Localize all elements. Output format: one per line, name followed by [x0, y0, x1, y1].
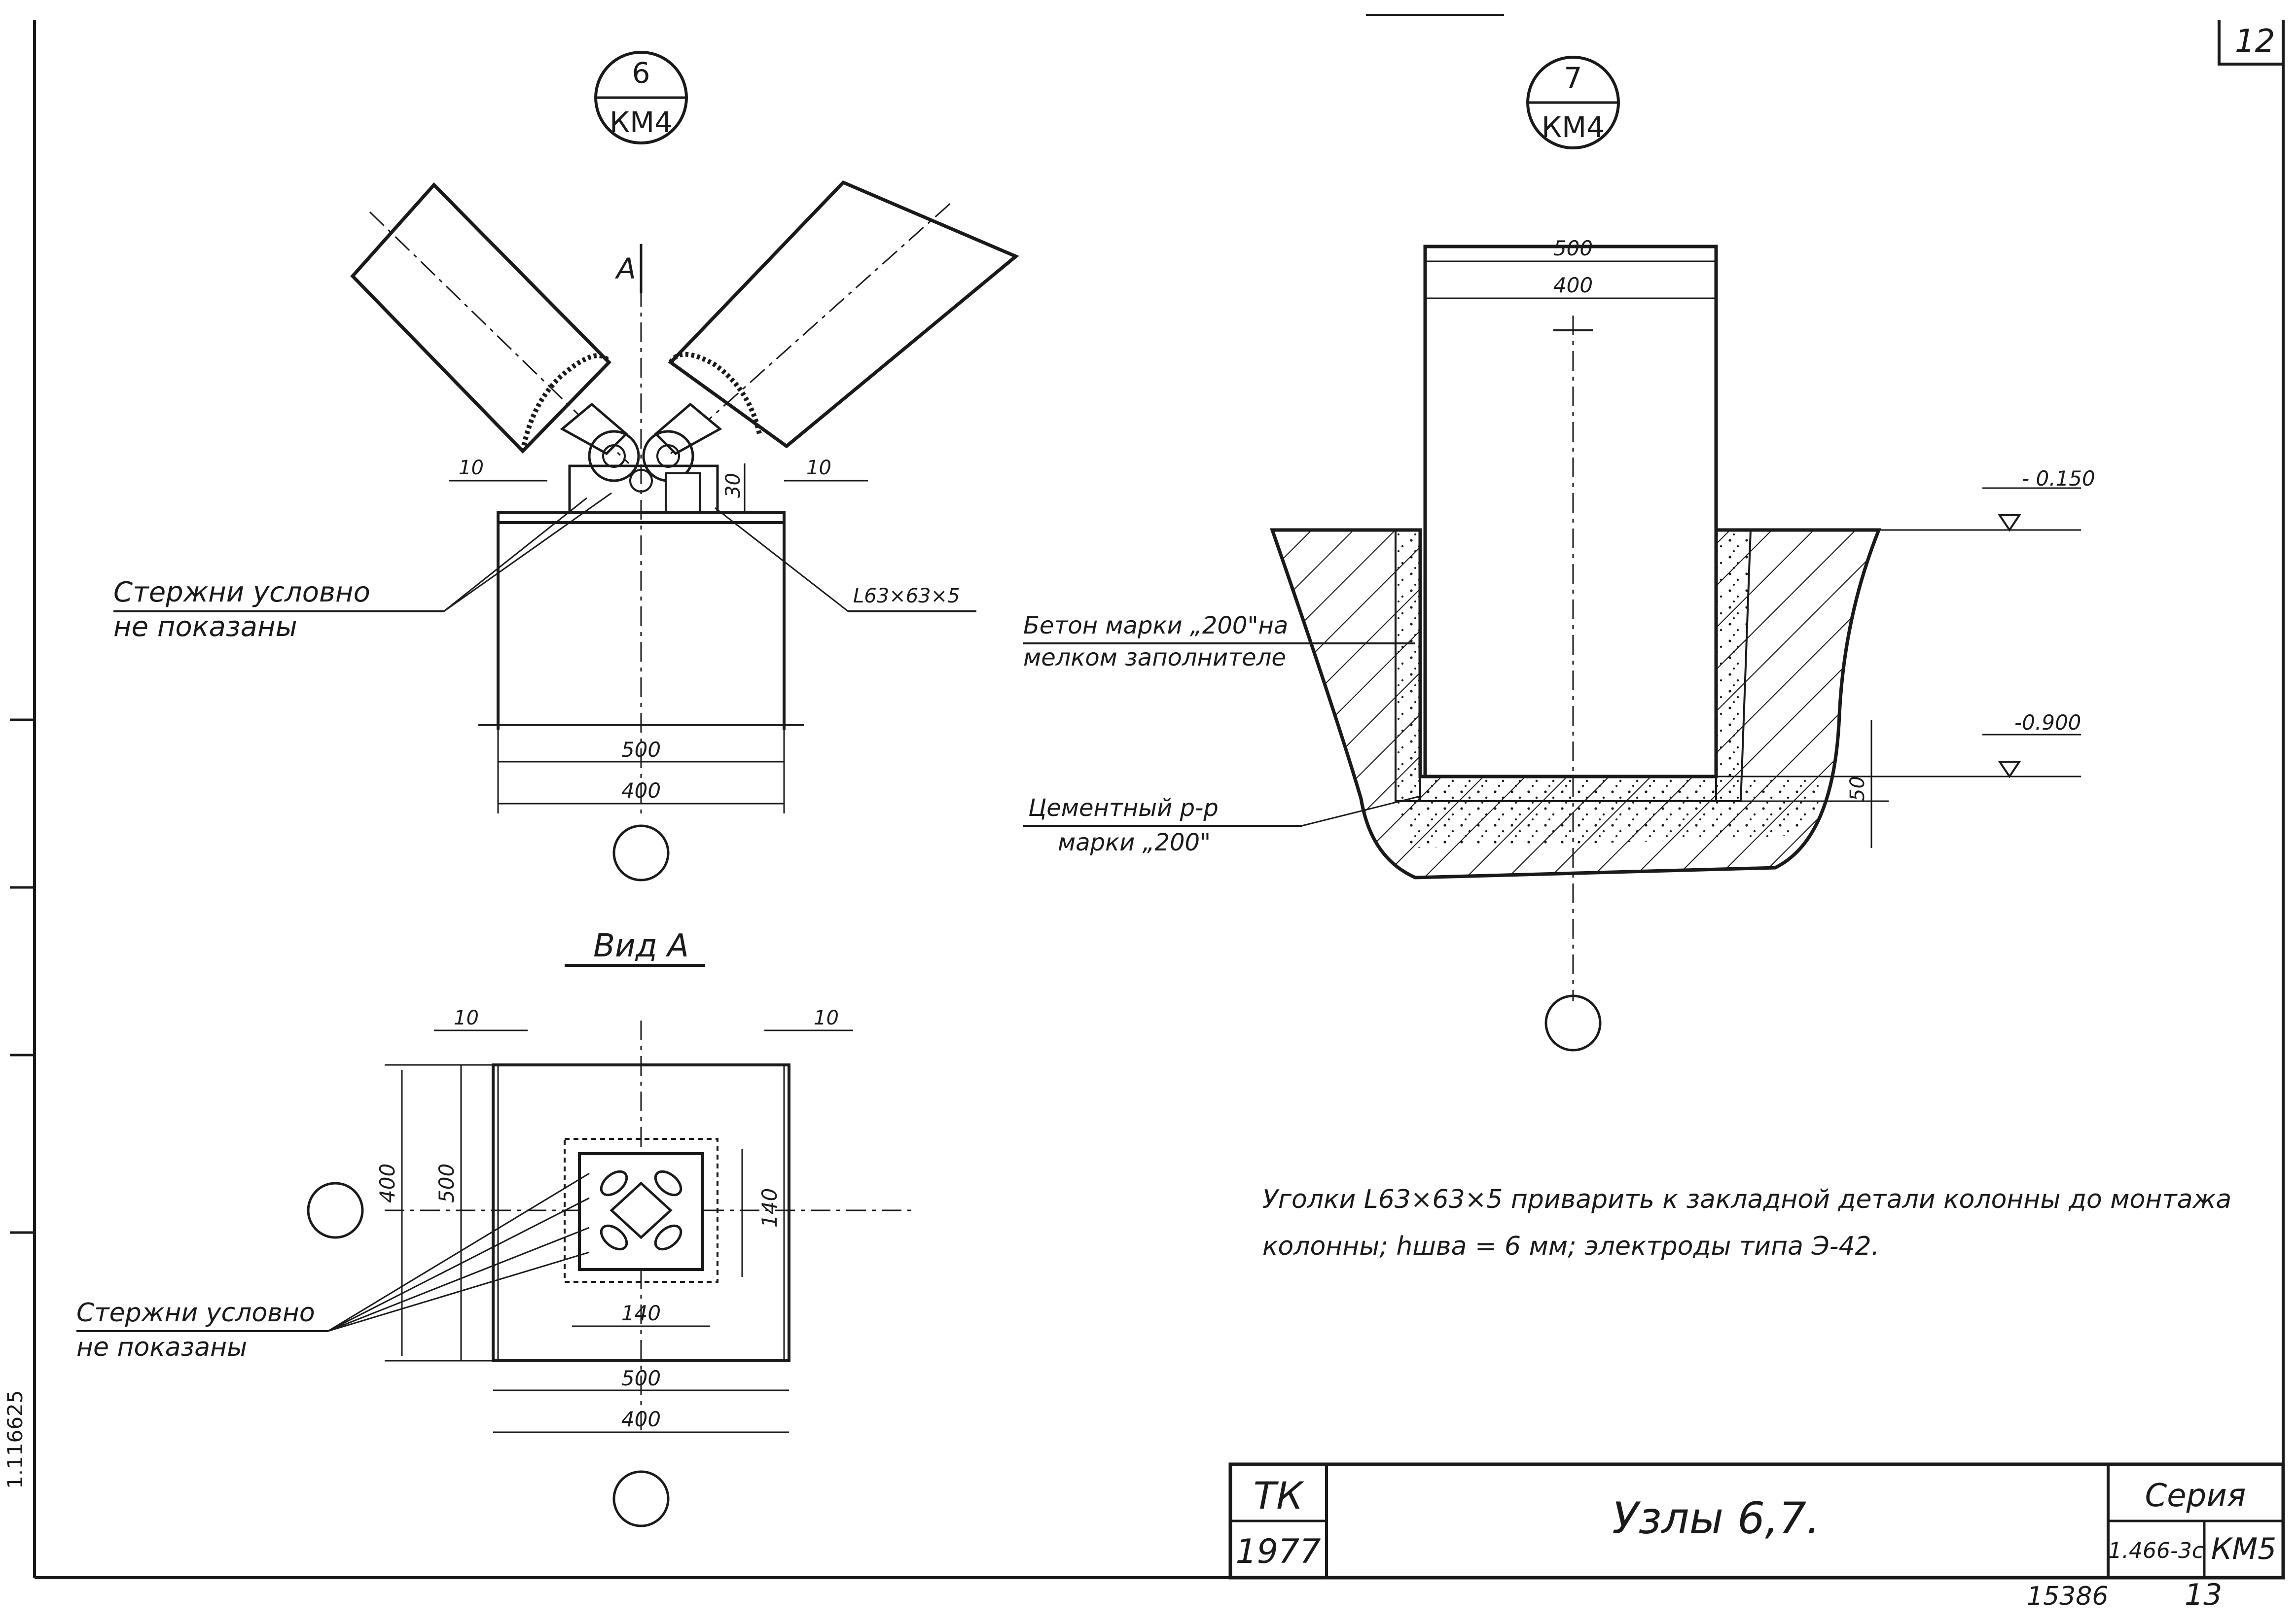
node-6-inner-dim: 400	[621, 778, 661, 803]
node-6-gusset	[560, 402, 722, 514]
view-a-note-line2: не показаны	[76, 1333, 247, 1362]
view-a-gap-right: 10	[814, 1007, 839, 1029]
node-7-number: 7	[1564, 61, 1582, 95]
node-7-column	[1423, 245, 1718, 1001]
view-a-note-line1: Стержни условно	[76, 1298, 315, 1328]
node-7-outer-dim: 500	[1553, 236, 1593, 260]
view-a-dim-400-v: 400	[375, 1164, 399, 1203]
mortar-note-line2: марки „200"	[1058, 829, 1211, 856]
view-a-dim-140-v: 140	[757, 1188, 782, 1228]
level-bottom: -0.900	[2014, 710, 2081, 735]
concrete-note-line1: Бетон марки „200"на	[1023, 612, 1288, 639]
level-top: - 0.150	[2022, 466, 2095, 491]
node-7-marker	[1526, 56, 1620, 149]
title-block	[1228, 1462, 2285, 1580]
axis-bubble-node-6	[612, 824, 670, 882]
view-a-outer-dim: 500	[621, 1366, 661, 1390]
node-6-marker	[594, 51, 688, 144]
node-6-outer-dim: 500	[621, 738, 661, 762]
view-a-core	[564, 1138, 718, 1283]
view-a-leaders	[76, 1172, 590, 1332]
node-6-gap-right: 10	[806, 457, 831, 479]
general-note-line2: колонны; hшва = 6 мм; электроды типа Э-4…	[1262, 1232, 1879, 1261]
concrete-note-line2: мелком заполнителе	[1023, 644, 1286, 671]
node-7-foundation	[1270, 528, 1882, 880]
stamp-number: 15386	[2027, 1582, 2108, 1611]
title-block-year: 1977	[1235, 1532, 1321, 1571]
drawing-title: Узлы 6,7.	[1612, 1493, 1820, 1544]
node-6-gap-left: 10	[459, 457, 484, 479]
edge-code: 1.116625	[3, 1390, 27, 1489]
general-note-line1: Уголки L63×63×5 приварить к закладной де…	[1262, 1185, 2231, 1214]
node-6-number: 6	[632, 56, 650, 90]
node-6-dimensions	[449, 463, 868, 813]
node-6-note-line2: не показаны	[113, 611, 297, 643]
axis-bubble-view-a-left	[307, 1182, 364, 1239]
bottom-number: 13	[2185, 1578, 2222, 1612]
series-code: 1.466-3с	[2108, 1538, 2204, 1563]
page-number: 12	[2235, 23, 2275, 60]
view-a-gap-left: 10	[454, 1007, 479, 1029]
node-6-column	[478, 251, 804, 813]
node-6-height: 30	[722, 473, 745, 498]
node-7-sheet-ref: КМ4	[1542, 110, 1605, 144]
right-tube	[668, 180, 1019, 455]
view-a-dim-140-h: 140	[621, 1301, 661, 1325]
node-6-note-line1: Стержни условно	[113, 576, 370, 608]
view-arrow-label: А	[614, 252, 636, 285]
view-a-title: Вид А	[593, 928, 689, 964]
axis-bubble-node-7	[1544, 994, 1602, 1052]
node-7-inner-dim: 400	[1553, 273, 1593, 297]
mortar-note-line1: Цементный р-р	[1028, 794, 1219, 822]
node-6-angle-label: L63×63×5	[853, 585, 960, 607]
node-7-dimensions	[1425, 260, 2081, 848]
node-6-sheet-ref: КМ4	[610, 106, 673, 139]
sheet-code: КМ5	[2211, 1532, 2277, 1566]
series-label: Серия	[2145, 1478, 2246, 1514]
node-6-leaders	[113, 492, 976, 612]
view-a-dim-500-v: 500	[434, 1164, 459, 1203]
axis-bubble-view-a-bottom	[612, 1470, 670, 1527]
view-a-inner-dim: 400	[621, 1407, 661, 1431]
title-block-org: ТК	[1254, 1474, 1304, 1518]
bed-thickness: 50	[1846, 776, 1869, 801]
node-7-leaders	[1023, 642, 1421, 827]
